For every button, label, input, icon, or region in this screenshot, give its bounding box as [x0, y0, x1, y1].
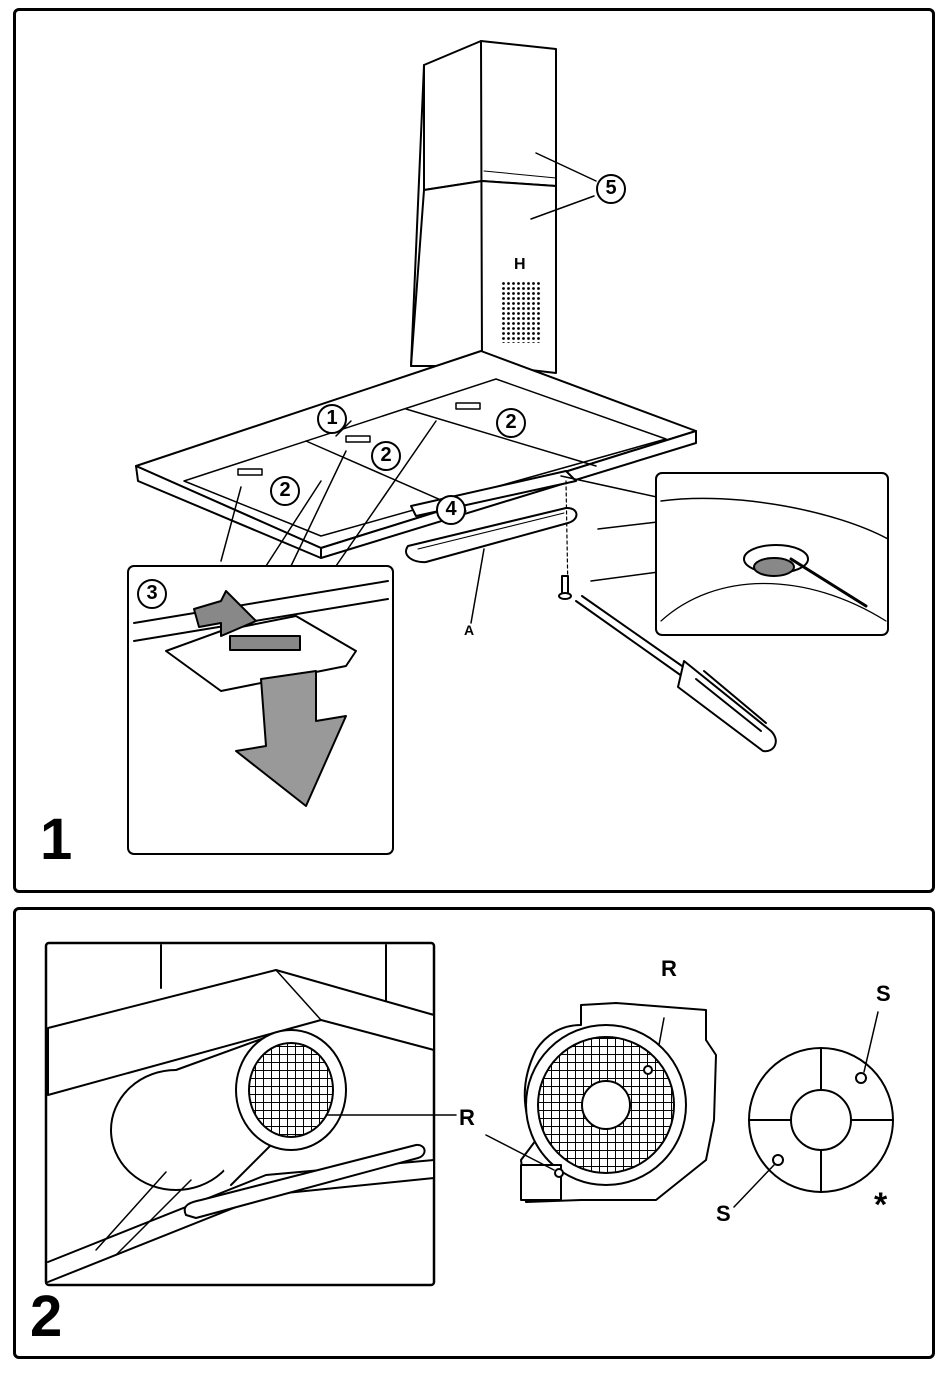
step-number-2: 2 [30, 1288, 62, 1346]
callout-1: 1 [317, 404, 347, 434]
label-R-blower: R [661, 958, 677, 980]
step-1-panel: H A 1 2 2 2 3 4 5 1 [13, 8, 935, 893]
label-A: A [464, 623, 474, 637]
label-R-installed: R [459, 1107, 475, 1129]
screw-detail-inset [561, 473, 888, 635]
label-S-top: S [876, 983, 891, 1005]
callout-2-middle: 2 [371, 441, 401, 471]
label-H: H [514, 257, 526, 273]
callout-2-right: 2 [496, 408, 526, 438]
callout-2-left: 2 [270, 476, 300, 506]
blower-unit [486, 1003, 716, 1202]
filter-release-inset [128, 566, 393, 854]
asterisk-mark: * [874, 1188, 887, 1222]
label-S-bottom: S [716, 1203, 731, 1225]
callout-4: 4 [436, 495, 466, 525]
motor-illustration [16, 910, 935, 1359]
charcoal-filter-disk [734, 1012, 893, 1207]
callout-3: 3 [137, 579, 167, 609]
chimney-vent-grille [502, 281, 542, 343]
callout-5: 5 [596, 174, 626, 204]
step-number-1: 1 [40, 811, 72, 869]
range-hood-filter-removal-illustration [16, 11, 935, 893]
step-2-panel: R R S S * 2 [13, 907, 935, 1359]
installed-motor-view [46, 943, 456, 1285]
